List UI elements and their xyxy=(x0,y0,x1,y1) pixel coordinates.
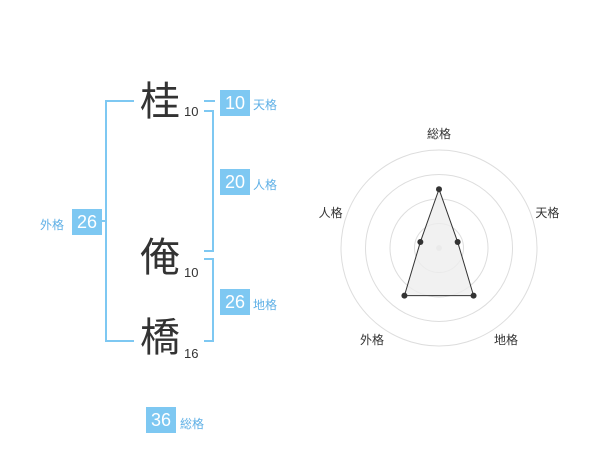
soukaku-label: 総格 xyxy=(180,417,205,431)
radar-point-3 xyxy=(470,292,477,299)
chikaku-label: 地格 xyxy=(253,298,278,312)
radar-points xyxy=(401,186,477,299)
name-char-3-strokes: 16 xyxy=(184,346,199,361)
radar-point-2 xyxy=(454,238,461,245)
radar-axis-label: 外格 xyxy=(360,332,384,347)
gaikaku-value-badge: 26 xyxy=(72,209,102,235)
radar-point-5 xyxy=(417,238,424,245)
gaikaku-bracket-tick xyxy=(100,220,106,222)
name-char-1-strokes: 10 xyxy=(184,104,199,119)
name-char-2: 俺 xyxy=(140,235,180,281)
radar-polygon xyxy=(403,187,475,297)
radar-axis-label: 人格 xyxy=(319,205,343,220)
jinkaku-value-badge: 20 xyxy=(220,169,250,195)
tenkaku-label: 天格 xyxy=(253,98,278,112)
name-char-1: 桂 xyxy=(140,79,180,125)
radar-point-4 xyxy=(401,292,408,299)
name-char-2-strokes: 10 xyxy=(184,265,199,280)
radar-axis-label: 総格 xyxy=(427,126,451,141)
chikaku-value-badge: 26 xyxy=(220,289,250,315)
name-char-3: 橋 xyxy=(140,315,180,361)
soukaku-value-badge: 36 xyxy=(146,407,176,433)
radar-ring xyxy=(340,149,538,347)
radar-point-1 xyxy=(436,186,442,193)
chikaku-bracket xyxy=(204,258,214,342)
tenkaku-bracket xyxy=(204,100,215,102)
gaikaku-label: 外格 xyxy=(40,218,65,232)
tenkaku-value-badge: 10 xyxy=(220,90,250,116)
radar-axis-label: 天格 xyxy=(535,205,559,220)
radar-axis-label: 地格 xyxy=(494,332,518,347)
jinkaku-label: 人格 xyxy=(253,178,278,192)
radar-ring xyxy=(365,174,513,322)
gaikaku-bracket xyxy=(105,100,134,342)
jinkaku-bracket xyxy=(204,110,214,252)
